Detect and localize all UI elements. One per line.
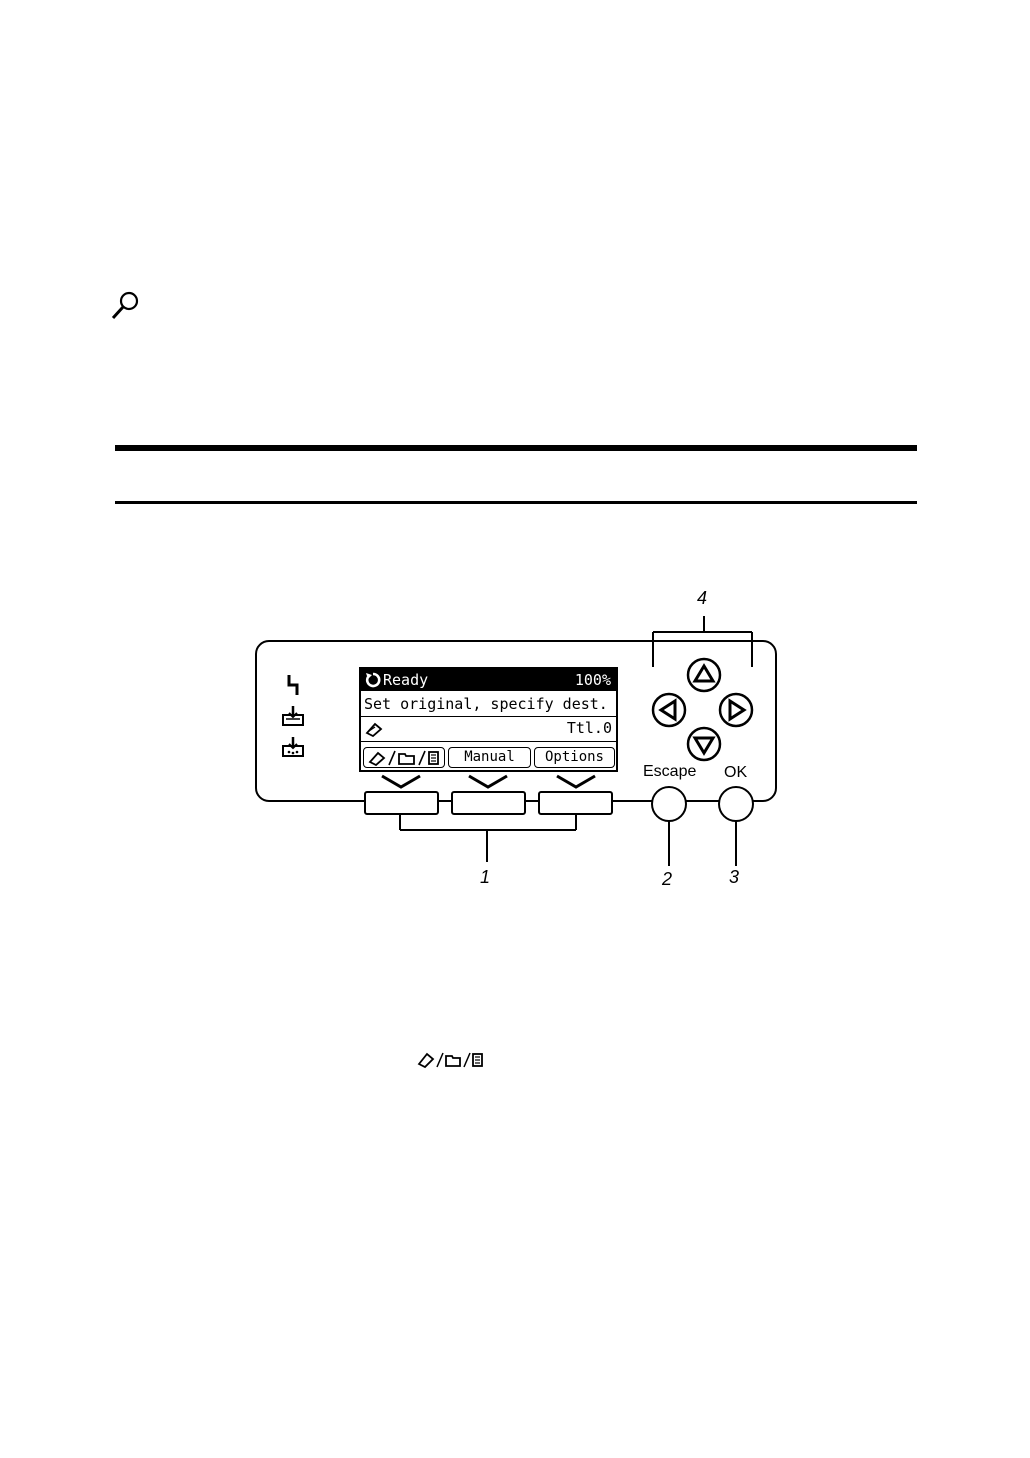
lcd-divider	[361, 716, 616, 717]
selection-key-left[interactable]	[364, 791, 439, 815]
ready-icon	[365, 672, 381, 688]
lcd-message: Set original, specify dest.	[364, 695, 608, 713]
chevron-down-icon	[467, 774, 509, 790]
lcd-tab-mode	[363, 747, 445, 768]
lcd-total: Ttl.0	[567, 719, 612, 737]
section-rule-top	[115, 445, 917, 451]
callout-2: 2	[662, 869, 672, 890]
chevron-down-icon	[380, 774, 422, 790]
chevron-down-icon	[555, 774, 597, 790]
up-arrow-key-icon[interactable]	[686, 657, 722, 693]
lcd-status-text: Ready	[383, 671, 428, 689]
callout-3: 3	[729, 867, 739, 888]
add-paper-indicator-icon	[281, 705, 305, 727]
down-arrow-key-icon[interactable]	[686, 726, 722, 762]
callout-1: 1	[480, 867, 490, 888]
mode-icons	[368, 750, 442, 766]
lcd-tab-options: Options	[534, 747, 615, 768]
lcd-divider	[361, 741, 616, 742]
lcd-tab-manual: Manual	[448, 747, 531, 768]
reference-magnifier-icon	[108, 288, 144, 324]
lcd-zoom-text: 100%	[575, 671, 611, 689]
lcd-title-bar: Ready 100%	[361, 669, 616, 691]
right-arrow-key-icon[interactable]	[718, 692, 754, 728]
ok-label: OK	[724, 764, 747, 782]
ok-button[interactable]	[718, 786, 754, 822]
add-toner-indicator-icon	[281, 736, 305, 758]
lcd-display: Ready 100% Set original, specify dest. T…	[359, 667, 618, 772]
escape-button[interactable]	[651, 786, 687, 822]
selection-key-right[interactable]	[538, 791, 613, 815]
scan-folder-document-icons	[417, 1051, 485, 1069]
selection-key-center[interactable]	[451, 791, 526, 815]
scanner-icon	[365, 721, 383, 737]
callout-4: 4	[697, 588, 707, 609]
escape-label: Escape	[643, 763, 696, 781]
error-indicator-icon	[285, 673, 301, 697]
section-rule-bottom	[115, 501, 917, 504]
left-arrow-key-icon[interactable]	[651, 692, 687, 728]
